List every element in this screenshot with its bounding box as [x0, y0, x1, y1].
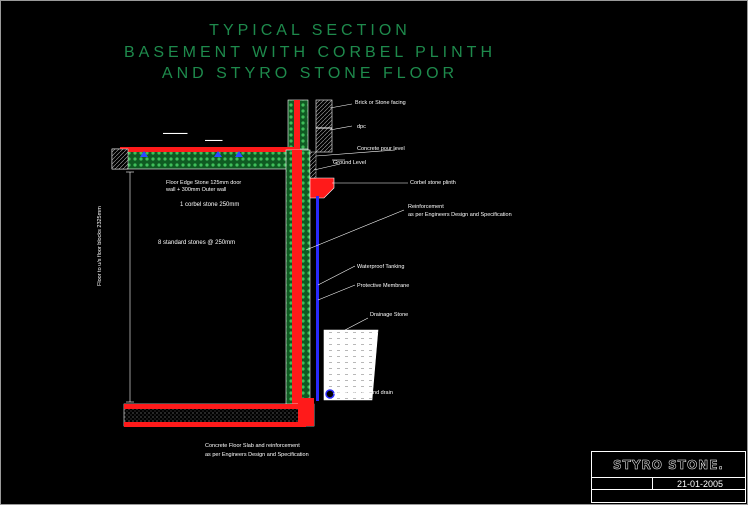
title-line-3: AND STYRO STONE FLOOR [161, 65, 459, 82]
title-line-1: TYPICAL SECTION [209, 22, 411, 39]
label-protective-membrane: Protective Membrane [357, 283, 410, 289]
joist-2 [214, 151, 222, 157]
label-floor-slab-1: Concrete Floor Slab and reinforcement [205, 443, 300, 449]
label-land-drain: 100mm dia land drain [340, 390, 393, 396]
label-floor-slab-2: as per Engineers Design and Specificatio… [205, 452, 309, 458]
drainage-stone [323, 329, 379, 401]
title-block: STYRO STONE. 21-01-2005 [591, 451, 746, 503]
label-brick-facing: Brick or Stone facing [355, 100, 406, 106]
drawing-date: 21-01-2005 [652, 478, 747, 490]
label-ground-level: Ground Level [333, 160, 367, 166]
floor-slab-bottom-red [124, 422, 306, 427]
label-floor-edge-1: Floor Edge Stone 125mm door [166, 180, 242, 186]
label-corbel-plinth: Corbel stone plinth [410, 180, 456, 186]
label-floor-edge-2: wall + 300mm Outer wall [166, 187, 227, 193]
slab-note-left: ▬▬▬▬▬▬▬ [163, 131, 188, 135]
slab-note-right: ▬▬▬▬▬ [205, 138, 223, 142]
joist-3 [235, 151, 243, 157]
footing-step [298, 398, 314, 426]
label-floor-height: Floor to u/s floor blocks 2325mm [97, 206, 103, 286]
label-reinforcement-1: Reinforcement [408, 204, 444, 210]
label-waterproof-tanking: Waterproof Tanking [357, 264, 405, 270]
label-drainage-stone: Drainage Stone [370, 312, 409, 318]
slab-end [111, 148, 129, 170]
waterproof-membrane [316, 196, 319, 401]
label-corbel-stone: 1 corbel stone 250mm [180, 202, 240, 208]
label-standard-stones: 8 standard stones @ 250mm [158, 240, 236, 246]
concrete-pour [309, 151, 317, 179]
land-drain [325, 389, 335, 399]
leader-lines [305, 103, 408, 395]
title-block-row: 21-01-2005 [592, 478, 745, 490]
brick-facing [315, 99, 333, 153]
upper-wall-core [294, 100, 300, 155]
brand-logo: STYRO STONE. [592, 452, 745, 478]
title-line-2: BASEMENT WITH CORBEL PLINTH [123, 44, 497, 61]
label-concrete-pour: Concrete pour level [357, 146, 405, 152]
label-reinforcement-2: as per Engineers Design and Specificatio… [408, 212, 512, 218]
joist-1 [140, 151, 148, 157]
corbel-plinth [309, 177, 335, 199]
floor-slab-top-red [124, 404, 306, 409]
label-dpc: dpc [357, 124, 366, 130]
ground-slab-red [120, 147, 300, 152]
basement-wall-core [292, 150, 302, 405]
